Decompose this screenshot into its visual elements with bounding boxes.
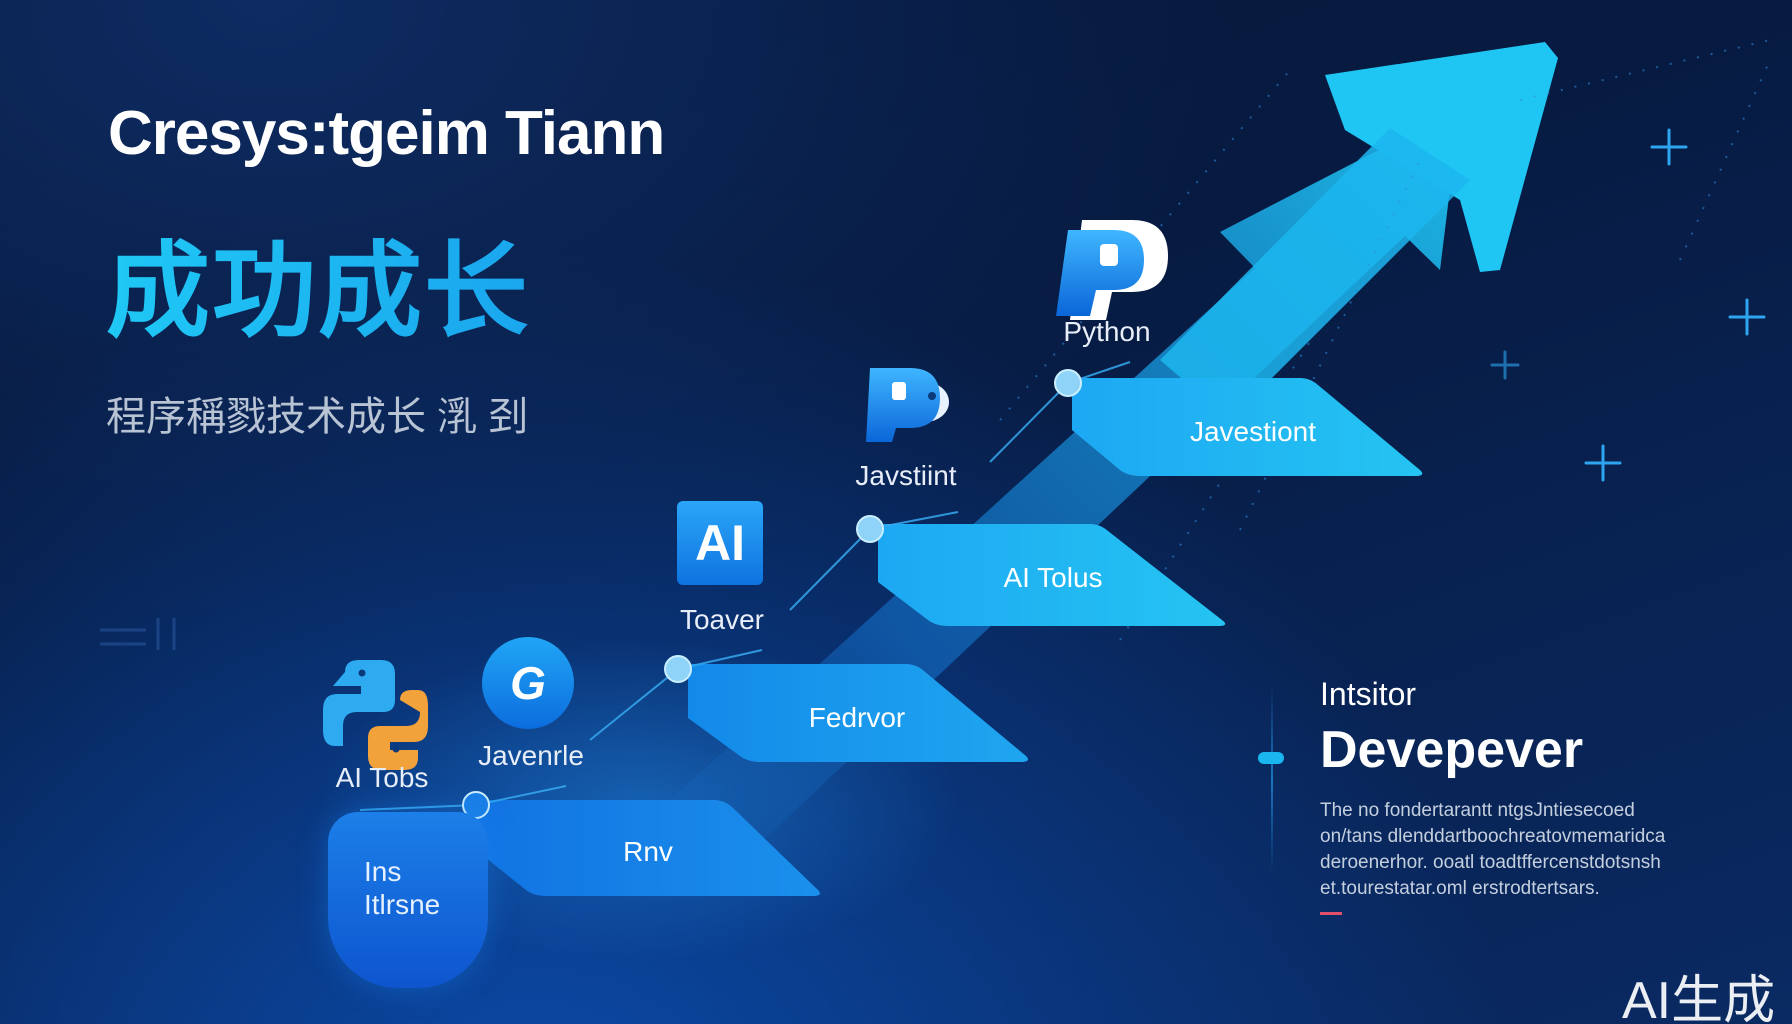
sparkle-icons: [1490, 128, 1766, 482]
side-panel-small-title: Intsitor: [1320, 676, 1417, 712]
python-p-icon: [1056, 220, 1168, 320]
step-shapes: [476, 378, 1423, 896]
icon-label-ai-tobs: AI Tobs: [335, 762, 429, 793]
icon-label-python: Python: [1063, 316, 1151, 347]
step-label-3: Fedrvor: [808, 702, 906, 733]
icon-label-javstiint: Javstiint: [855, 460, 957, 491]
base-box-line-1: Ins: [364, 856, 402, 887]
side-panel-accent-mark: [1320, 912, 1342, 915]
icon-label-javenrle: Javenrle: [478, 740, 584, 771]
side-panel-description: The no fondertarantt ntgsJntiesecoed on/…: [1320, 800, 1666, 899]
javascript-p-icon: [866, 368, 949, 442]
subtitle-chinese: 程序稱戮技术成长 㳶 刭: [106, 395, 529, 439]
base-box-text: Ins Itlrsne: [364, 855, 504, 921]
step-label-1: Javestiont: [1189, 416, 1317, 447]
side-panel-line: [1271, 686, 1273, 872]
side-panel-big-title: Devepever: [1320, 721, 1584, 779]
connector-dots: [462, 369, 1082, 819]
side-panel-dot: [1258, 752, 1284, 764]
base-box-line-2: Itlrsne: [364, 889, 441, 920]
base-hexagon-box: [328, 812, 488, 988]
bracket-mark: [100, 618, 176, 650]
icon-label-toaver: Toaver: [679, 604, 765, 635]
dotted-guides: [999, 39, 1771, 641]
ai-generated-watermark: AI生成: [1622, 972, 1776, 1024]
javenrle-circle-icon: G: [482, 637, 574, 729]
ai-badge-icon: AI: [677, 501, 763, 585]
title-chinese: 成功成长: [106, 206, 530, 357]
step-label-4: Rnv: [623, 836, 673, 867]
title-english: Cresys:tgeim Tiann: [108, 99, 665, 168]
step-label-2: AI Tolus: [1003, 562, 1103, 593]
python-snake-icon: [323, 660, 428, 770]
